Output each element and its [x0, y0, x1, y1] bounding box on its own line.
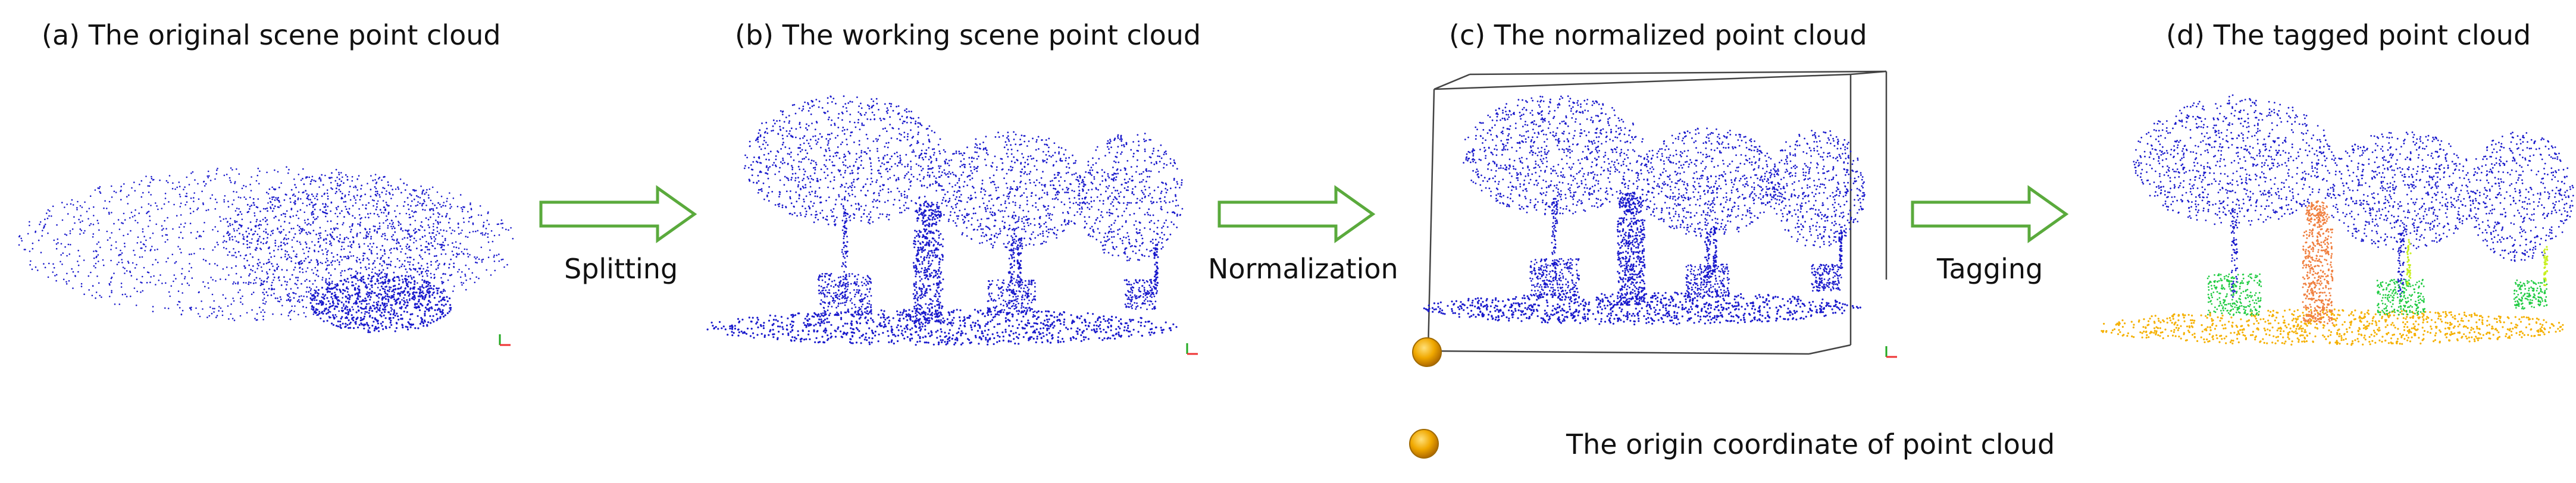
splitting-label: Splitting — [564, 253, 678, 285]
tagging-label: Tagging — [1937, 253, 2043, 285]
splitting-arrow-icon — [539, 185, 697, 243]
axis-indicator-icon — [499, 334, 511, 346]
panel-c-title: (c) The normalized point cloud — [1449, 19, 1867, 51]
panel-c-axis — [1885, 346, 1897, 358]
original-scene-cloud — [18, 166, 514, 333]
panel-d-point-cloud — [2101, 94, 2574, 346]
legend-label: The origin coordinate of point cloud — [1566, 428, 2055, 460]
tagged-cloud — [2101, 94, 2574, 346]
tagging-arrow-icon — [1911, 185, 2069, 243]
panel-b-title: (b) The working scene point cloud — [735, 19, 1201, 51]
legend-origin-icon — [1409, 429, 1439, 459]
axis-indicator-icon — [1186, 343, 1198, 355]
normalization-arrow-icon — [1217, 185, 1376, 243]
panel-b-point-cloud — [706, 95, 1198, 355]
normalized-cloud — [1423, 95, 1866, 325]
origin-marker-icon — [1412, 337, 1442, 367]
axis-indicator-icon — [1885, 346, 1897, 358]
panel-d-title: (d) The tagged point cloud — [2166, 19, 2531, 51]
bounding-box — [1427, 70, 1888, 355]
panel-c-point-cloud — [1412, 70, 1888, 367]
normalization-label: Normalization — [1208, 253, 1398, 285]
working-scene-cloud — [706, 95, 1184, 346]
panel-a-title: (a) The original scene point cloud — [42, 19, 501, 51]
panel-a-point-cloud — [18, 166, 514, 346]
